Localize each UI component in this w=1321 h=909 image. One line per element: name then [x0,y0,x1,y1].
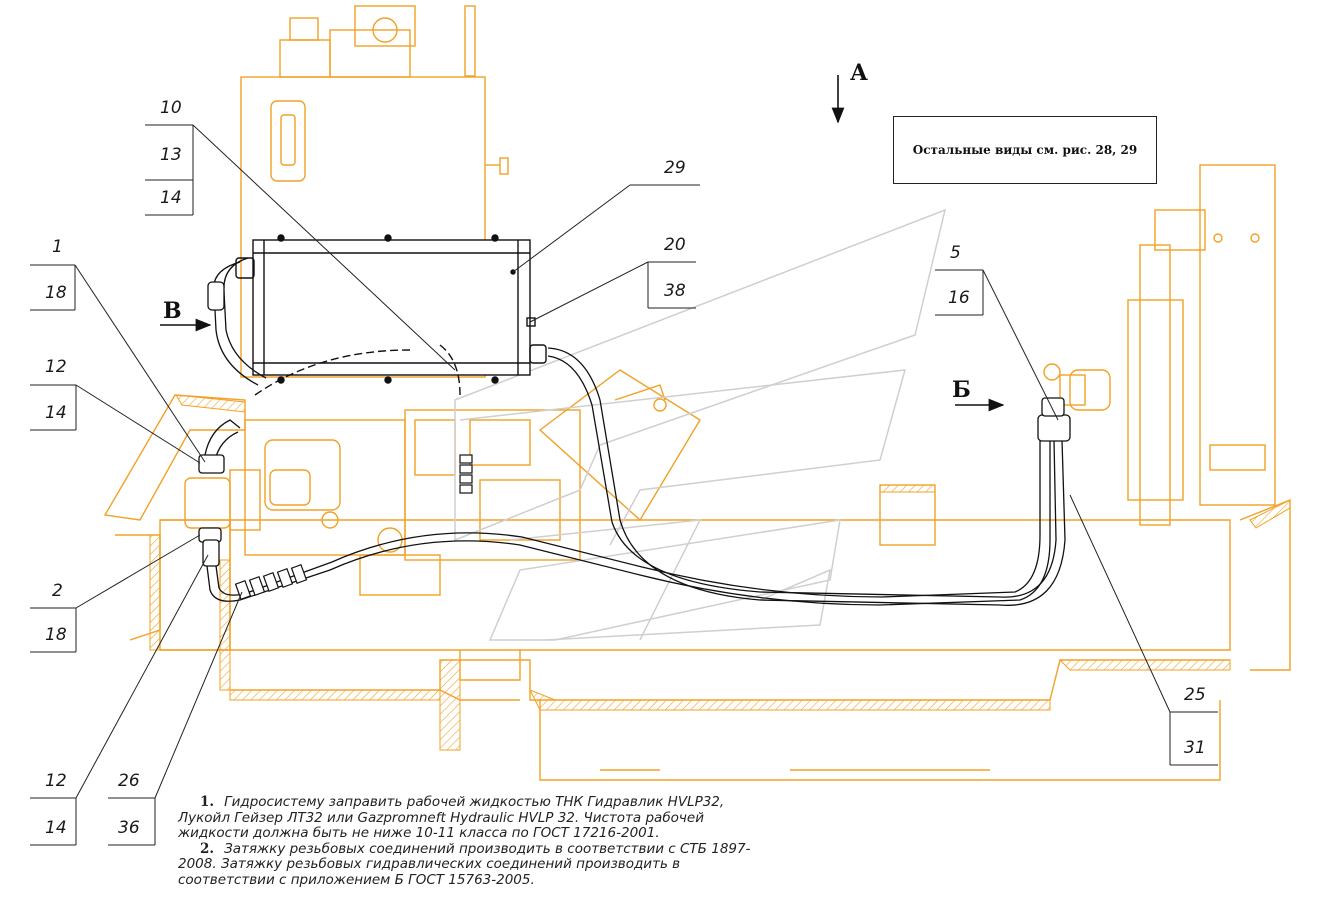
note-2-text: Затяжку резьбовых соединений производить… [178,840,751,888]
callout-18-lower: 18 [45,625,67,645]
watermark-logo [454,208,947,641]
note-2: 2.Затяжку резьбовых соединений производи… [178,840,778,889]
reference-note-text: Остальные виды см. рис. 28, 29 [912,143,1138,157]
callout-16: 16 [948,288,970,308]
note-1: 1.Гидросистему заправить рабочей жидкост… [178,794,778,842]
note-1-text: Гидросистему заправить рабочей жидкостью… [178,794,725,841]
hydraulic-hoses [198,257,1071,606]
callout-14-top: 14 [160,188,182,208]
view-label-v: В [163,298,182,324]
callout-10: 10 [160,98,182,118]
callout-2: 2 [52,581,63,601]
callout-numbers: 10 13 14 29 1 18 20 38 5 16 12 14 2 18 1… [45,98,1206,838]
callout-13: 13 [160,145,182,165]
callout-25: 25 [1184,685,1206,705]
callout-5: 5 [950,243,961,263]
view-label-b: Б [952,377,971,403]
callout-38: 38 [664,281,686,301]
note-1-number: 1. [200,794,215,810]
callout-12-lower: 12 [45,771,67,791]
callout-36: 36 [118,818,140,838]
callout-29: 29 [664,158,686,178]
hatched-frame-sections [149,394,1291,751]
view-label-a: А [850,60,868,86]
callout-1: 1 [52,237,63,257]
reference-note-box: Остальные виды см. рис. 28, 29 [893,116,1157,184]
callout-31: 31 [1184,738,1206,758]
oil-cooler [235,234,547,396]
callout-12-upper: 12 [45,357,67,377]
technical-notes: 1.Гидросистему заправить рабочей жидкост… [178,794,778,889]
callout-14-lower: 14 [45,818,67,838]
callout-18-upper: 18 [45,283,67,303]
note-2-number: 2. [200,840,215,857]
callout-leaders [30,75,1218,846]
callout-26: 26 [118,771,140,791]
callout-14-upper: 14 [45,403,67,423]
callout-20: 20 [664,235,686,255]
